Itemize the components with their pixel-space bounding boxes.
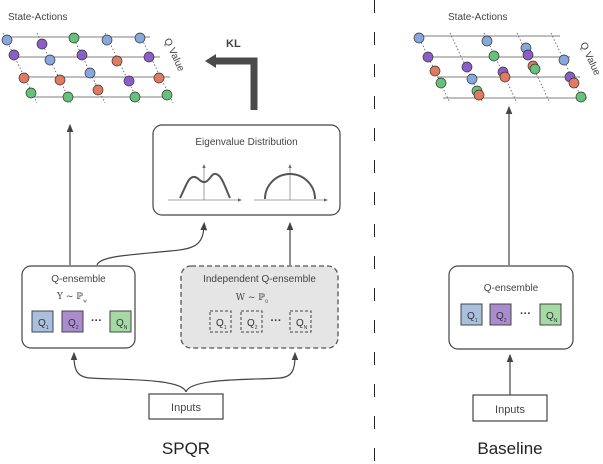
baseline-q-ensemble-box: Q-ensemble Q1 Q2 QN ··· xyxy=(448,265,574,350)
eigenvalue-box-title: Eigenvalue Distribution xyxy=(195,137,297,148)
grid-column-line xyxy=(70,32,106,104)
blue-q-value-dot xyxy=(101,34,113,46)
blue-q-value-dot xyxy=(413,32,425,44)
grid-column-line xyxy=(104,32,140,104)
ellipsis: ··· xyxy=(520,308,531,320)
q-head-2: Q2 xyxy=(240,310,263,333)
arrow-ensemble-to-eigen xyxy=(96,221,208,266)
green-q-value-dot xyxy=(529,63,541,75)
blue-q-value-dot xyxy=(44,54,56,66)
ellipsis: ··· xyxy=(91,315,102,327)
spqr-q-ensemble-formula: Υ ~ ℙψ xyxy=(56,292,87,304)
baseline-q-heads: Q1 Q2 QN ··· xyxy=(460,303,562,326)
independent-ensemble-title: Independent Q-ensemble xyxy=(203,274,316,285)
spqr-q-ensemble-title: Q-ensemble xyxy=(51,274,106,285)
purple-q-value-dot xyxy=(461,61,473,73)
green-q-value-dot xyxy=(25,87,37,99)
grid-column-line xyxy=(138,32,174,104)
q-head-label: Q1 xyxy=(216,318,227,331)
baseline-state-action-grid: State-Actions Q Value xyxy=(413,12,602,104)
spqr-q-value-axis-label: Q Value xyxy=(161,37,186,74)
purple-q-value-dot xyxy=(36,38,48,50)
q-head-label: QN xyxy=(546,311,558,324)
spqr-state-action-grid: State-Actions Q Value xyxy=(1,12,186,104)
green-q-value-dot xyxy=(161,89,173,101)
orange-q-value-dot xyxy=(92,84,104,96)
green-q-value-dot xyxy=(129,91,141,103)
orange-q-value-dot xyxy=(54,74,66,86)
independent-q-heads: Q1 Q2 QN ··· xyxy=(209,310,312,333)
q-head-1: Q1 xyxy=(460,303,483,326)
q-head-n: QN xyxy=(539,303,562,326)
purple-q-value-dot xyxy=(522,49,534,61)
orange-q-value-dot xyxy=(429,65,441,77)
kl-label: KL xyxy=(226,38,241,50)
q-head-label: Q2 xyxy=(496,311,507,324)
purple-q-value-dot xyxy=(143,51,155,63)
baseline-title: Baseline xyxy=(477,439,542,458)
green-q-value-dot xyxy=(435,77,447,89)
blue-q-value-dot xyxy=(558,54,570,66)
baseline-inputs-box: Inputs xyxy=(472,394,548,422)
orange-q-value-dot xyxy=(568,77,580,89)
q-head-label: QN xyxy=(296,318,308,331)
spqr-title: SPQR xyxy=(162,439,210,458)
spqr-inputs-box: Inputs xyxy=(148,393,224,420)
blue-q-value-dot xyxy=(1,34,13,46)
q-head-label: Q2 xyxy=(247,318,258,331)
green-q-value-dot xyxy=(62,91,74,103)
q-head-2: Q2 xyxy=(61,310,84,333)
green-q-value-dot xyxy=(488,50,500,62)
learned-eigenvalue-plot xyxy=(168,164,242,202)
orange-q-value-dot xyxy=(18,72,30,84)
q-head-label: QN xyxy=(116,318,128,331)
q-head-1: Q1 xyxy=(31,310,54,333)
arrow-inputs-to-independent xyxy=(185,351,299,393)
blue-q-value-dot xyxy=(481,35,493,47)
independent-q-ensemble-box: Independent Q-ensemble W ~ ℙ0 Q1 Q2 QN ··· xyxy=(180,265,339,349)
semicircle-eigenvalue-plot xyxy=(254,164,328,202)
orange-q-value-dot xyxy=(473,89,485,101)
purple-q-value-dot xyxy=(422,51,434,63)
spqr-q-value-dots xyxy=(1,32,173,103)
q-head-1: Q1 xyxy=(209,310,232,333)
q-head-label: Q1 xyxy=(467,311,478,324)
orange-q-value-dot xyxy=(111,55,123,67)
spqr-grid-columns xyxy=(2,32,174,104)
eigenvalue-distribution-box: Eigenvalue Distribution xyxy=(152,124,341,216)
independent-ensemble-formula: W ~ ℙ0 xyxy=(236,293,268,305)
baseline-q-value-axis-label: Q Value xyxy=(577,41,602,78)
purple-q-value-dot xyxy=(123,75,135,87)
purple-q-value-dot xyxy=(76,49,88,61)
green-q-value-dot xyxy=(575,91,587,103)
kl-arrowhead-icon xyxy=(205,54,216,68)
orange-q-value-dot xyxy=(153,72,165,84)
purple-q-value-dot xyxy=(8,49,20,61)
grid-column-line xyxy=(550,32,585,104)
baseline-grid-title: State-Actions xyxy=(448,12,507,23)
spqr-inputs-label: Inputs xyxy=(171,402,201,414)
kl-arrow: KL xyxy=(205,38,258,110)
baseline-inputs-label: Inputs xyxy=(495,404,525,416)
spqr-q-ensemble-box: Q-ensemble Υ ~ ℙψ Q1 Q2 QN ··· xyxy=(21,265,136,349)
grid-column-line xyxy=(36,32,72,104)
baseline-grid-rows xyxy=(418,35,587,99)
baseline-q-value-dots xyxy=(413,32,587,103)
orange-q-value-dot xyxy=(499,71,511,83)
blue-q-value-dot xyxy=(466,73,478,85)
green-q-value-dot xyxy=(68,32,80,44)
q-head-label: Q1 xyxy=(38,318,49,331)
ellipsis: ··· xyxy=(271,315,282,327)
spqr-q-heads: Q1 Q2 QN ··· xyxy=(31,310,132,333)
q-head-n: QN xyxy=(109,310,132,333)
grid-column-line xyxy=(2,32,38,104)
baseline-q-ensemble-title: Q-ensemble xyxy=(484,283,539,294)
q-head-n: QN xyxy=(289,310,312,333)
q-head-2: Q2 xyxy=(489,303,512,326)
q-head-label: Q2 xyxy=(68,318,79,331)
arrow-inputs-to-ensemble xyxy=(70,351,187,393)
blue-q-value-dot xyxy=(134,32,146,44)
blue-q-value-dot xyxy=(84,67,96,79)
spqr-grid-title: State-Actions xyxy=(8,12,67,23)
